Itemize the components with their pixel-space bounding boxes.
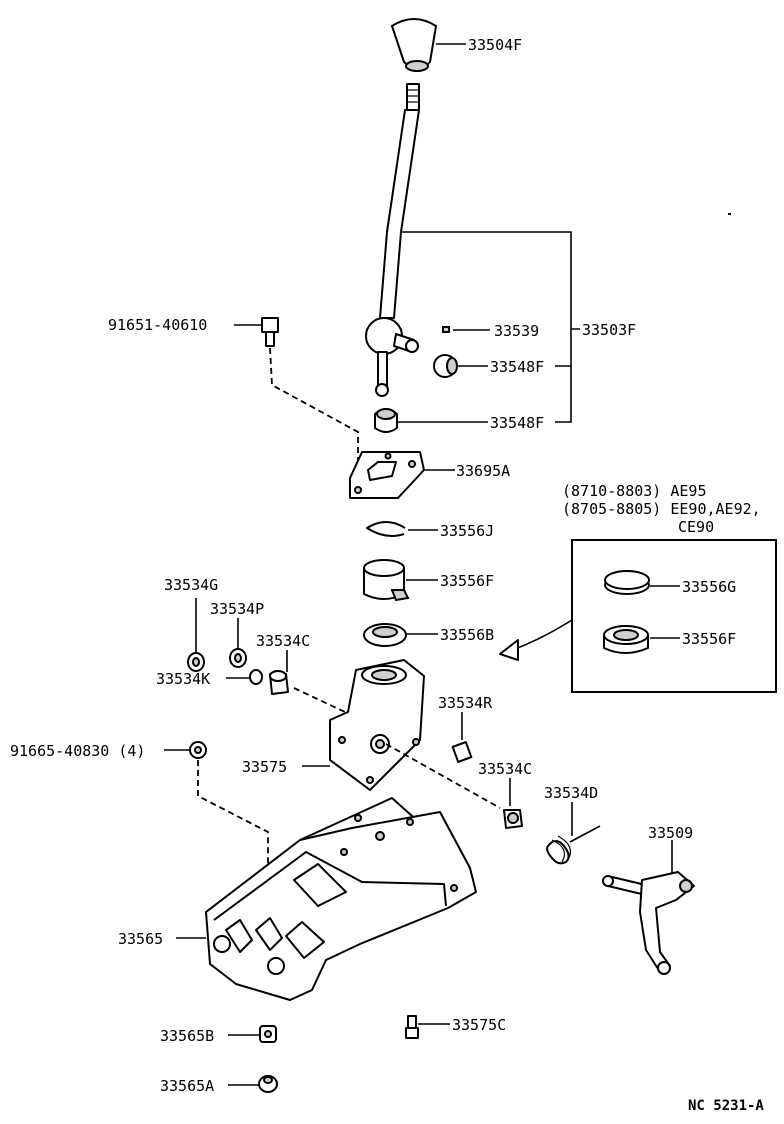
label-housing: 33575 [242, 758, 287, 776]
inset-note-2: (8705-8805) EE90,AE92, [562, 500, 761, 518]
lever-rod [365, 83, 420, 397]
bush-c-left [269, 670, 289, 695]
label-washer-p: 33534P [210, 600, 264, 618]
label-shift-lever: 33509 [648, 824, 693, 842]
inset-arrow [511, 619, 573, 651]
label-bush-lower: 33548F [490, 414, 544, 432]
washer-p [229, 648, 247, 668]
nut-565b [259, 1025, 277, 1043]
label-clip-g: 33534G [164, 576, 218, 594]
bush-c-right [503, 809, 523, 829]
label-collar-565a: 33565A [160, 1077, 214, 1095]
label-retainer-plate: 33695A [456, 462, 510, 480]
label-seat-b: 33556B [440, 626, 494, 644]
collar-565a [258, 1075, 278, 1093]
label-lever-pin: 33539 [494, 322, 539, 340]
base [205, 797, 477, 1001]
label-inset-seat-g: 33556G [682, 578, 736, 596]
label-bush-c-right: 33534C [478, 760, 532, 778]
inset-note-3: CE90 [678, 518, 714, 536]
seat-f [363, 559, 410, 602]
nut-bottom [189, 741, 207, 759]
label-bolt-top: 91651-40610 [108, 316, 207, 334]
label-bolt-575c: 33575C [452, 1016, 506, 1034]
snap-ring [366, 521, 406, 537]
label-pin-r: 33534R [438, 694, 493, 712]
pin-r [451, 741, 473, 763]
lever-assy-bracket [402, 231, 580, 423]
bolt-top [261, 317, 279, 347]
bush-upper [433, 354, 458, 378]
reference-code: NC 5231-A [688, 1098, 764, 1114]
seat-b [363, 623, 407, 647]
inset-box [571, 539, 777, 693]
bush-lower [374, 408, 398, 433]
label-washer-k: 33534K [156, 670, 210, 688]
label-snap-ring: 33556J [440, 522, 494, 540]
label-bush-upper: 33548F [490, 358, 544, 376]
label-bush-c-left: 33534C [256, 632, 310, 650]
retainer-plate [349, 451, 425, 499]
lever-pin [442, 326, 450, 333]
housing [329, 659, 425, 791]
label-nut-bottom: 91665-40830 (4) [10, 742, 145, 760]
bolt-575c [405, 1015, 419, 1039]
inset-note-1: (8710-8803) AE95 [562, 482, 707, 500]
label-nut-565b: 33565B [160, 1027, 214, 1045]
spring-d [546, 825, 601, 865]
label-spring-d: 33534D [544, 784, 598, 802]
label-knob: 33504F [468, 36, 522, 54]
shift-knob [391, 18, 437, 72]
label-base: 33565 [118, 930, 163, 948]
washer-k [249, 669, 263, 685]
clip-g [187, 652, 205, 672]
label-lever-assy: 33503F [582, 321, 636, 339]
label-seat-f: 33556F [440, 572, 494, 590]
label-inset-seat-f: 33556F [682, 630, 736, 648]
shift-lever [602, 871, 695, 975]
